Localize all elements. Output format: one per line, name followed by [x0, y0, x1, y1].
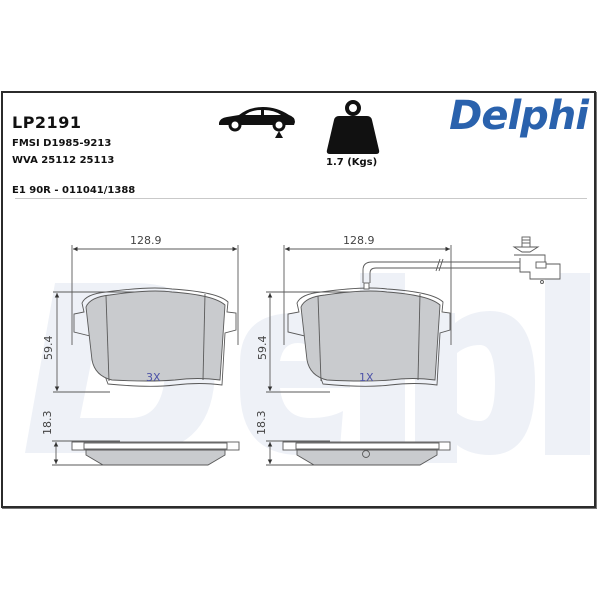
- product-info: LP2191 FMSI D1985-9213 WVA 25112 25113: [12, 113, 114, 172]
- car-rear-axle-icon: [219, 107, 295, 138]
- header-divider: [15, 198, 587, 199]
- fmsi-code: FMSI D1985-9213: [12, 138, 112, 149]
- delphi-logo: Delphi: [449, 93, 589, 139]
- approval-number: E1 90R - 011041/1388: [12, 185, 136, 196]
- product-sheet: LP2191 FMSI D1985-9213 WVA 25112 25113 E…: [1, 91, 596, 508]
- right-pad-quantity: 1X: [359, 371, 374, 384]
- weight-icon: [326, 100, 380, 154]
- left-pad-quantity: 3X: [146, 371, 161, 384]
- weight-label: 1.7 (Kgs): [326, 157, 378, 168]
- delphi-watermark: [25, 273, 590, 463]
- wva-code: WVA 25112 25113: [12, 155, 115, 166]
- part-number: LP2191: [12, 113, 82, 132]
